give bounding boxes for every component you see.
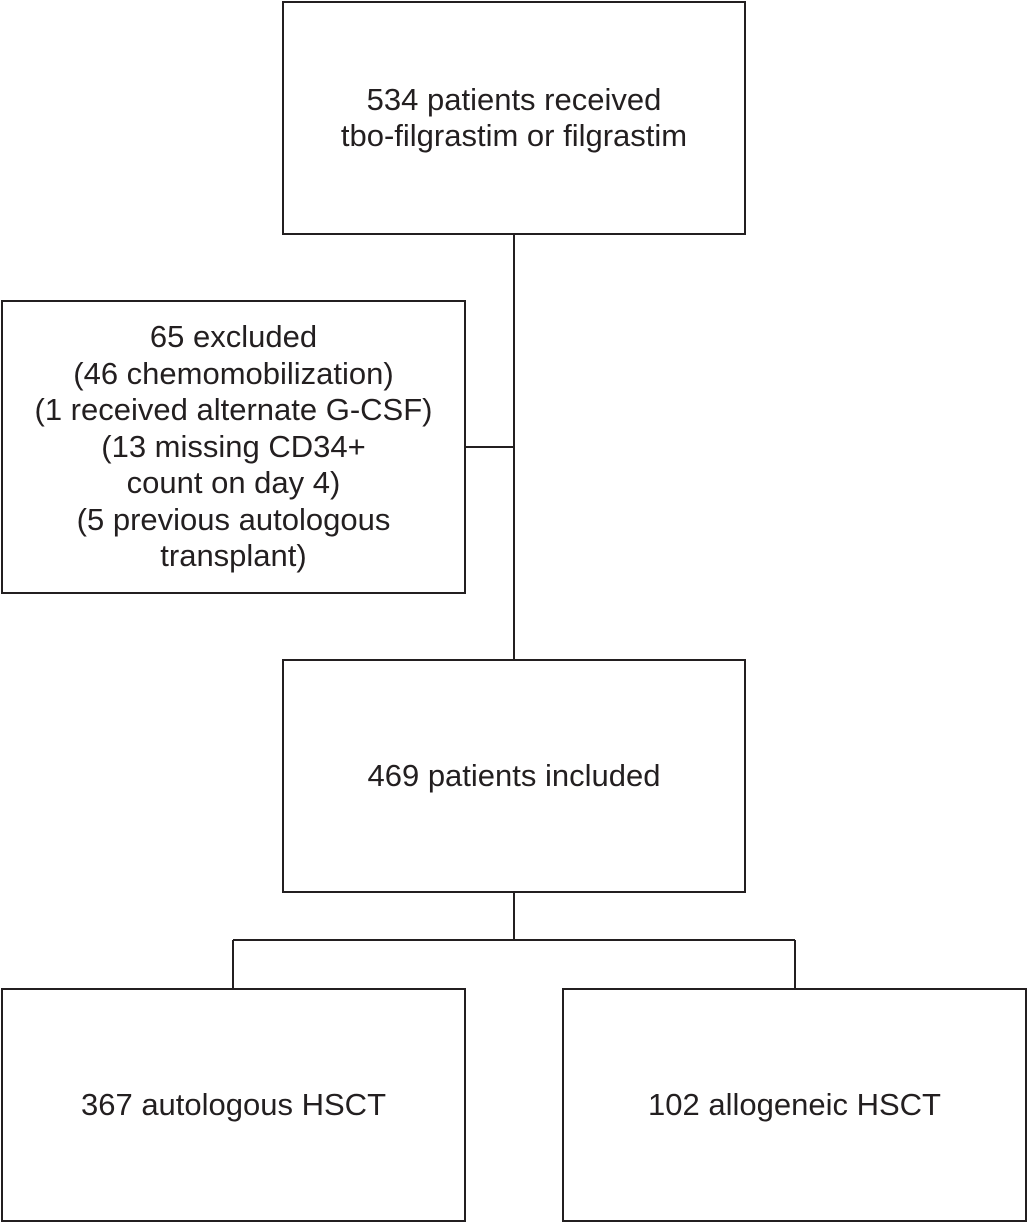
excluded-line-1: 65 excluded [149, 319, 318, 355]
excluded-line-7: transplant) [160, 538, 307, 574]
included-patients-box: 469 patients included [282, 659, 746, 893]
enrolled-line-1: 534 patients received [366, 81, 662, 117]
enrolled-line-2: tbo-filgrastim or filgrastim [340, 118, 688, 153]
excluded-line-2: (46 chemomobilization) [73, 355, 394, 391]
excluded-line-4: (13 missing CD34+ [101, 428, 366, 464]
excluded-patients-box: 65 excluded (46 chemomobilization) (1 re… [1, 300, 466, 594]
excluded-line-5: count on day 4) [126, 465, 341, 501]
enrolled-patients-box: 534 patients received tbo-filgrastim or … [282, 1, 746, 235]
excluded-line-3: (1 received alternate G-CSF) [34, 392, 433, 428]
included-line-1: 469 patients included [367, 757, 661, 793]
excluded-line-6: (5 previous autologous [76, 501, 391, 537]
allogeneic-hsct-box: 102 allogeneic HSCT [562, 988, 1027, 1222]
autologous-hsct-box: 367 autologous HSCT [1, 988, 466, 1222]
autologous-line-1: 367 autologous HSCT [80, 1086, 387, 1122]
allogeneic-line-1: 102 allogeneic HSCT [648, 1086, 941, 1122]
